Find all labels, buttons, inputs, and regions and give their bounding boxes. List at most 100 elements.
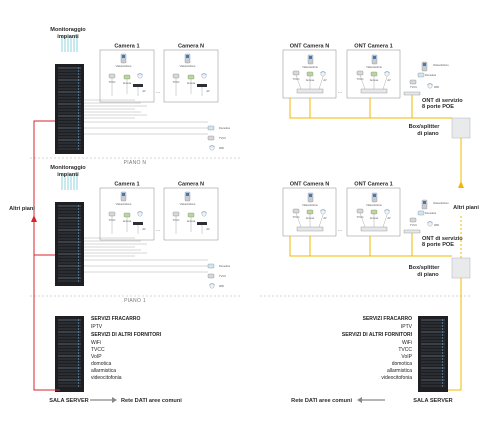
rack-led xyxy=(78,85,79,87)
rack-unit xyxy=(421,346,445,348)
altri-piani-left: Altri piani xyxy=(9,206,35,212)
rack-unit xyxy=(421,385,445,387)
device-body xyxy=(123,74,131,80)
camera-device-label: Videocitofono xyxy=(116,64,132,68)
tvcc-icon xyxy=(207,135,215,141)
rack-unit xyxy=(58,106,81,108)
rack-unit xyxy=(58,94,81,96)
rack-unit xyxy=(58,229,81,231)
rack-unit xyxy=(58,136,81,138)
ont-service-device xyxy=(403,91,421,96)
device-body xyxy=(108,211,116,217)
camera-device-label: TVCC xyxy=(292,77,299,81)
rack-unit xyxy=(58,247,81,249)
device-body xyxy=(187,74,195,80)
camera-title: ONT Camera N xyxy=(290,44,329,50)
rack-led xyxy=(78,214,79,216)
camera-title: ONT Camera 1 xyxy=(354,182,393,188)
rack-led xyxy=(78,76,79,78)
device-label: WiFi xyxy=(219,146,225,150)
monitor-title: impianti xyxy=(57,34,79,40)
camera-device-label: AV xyxy=(323,216,327,220)
service-item: allarmistica xyxy=(387,368,412,374)
rack-led xyxy=(78,73,79,75)
rack-unit xyxy=(421,358,445,360)
rack-unit xyxy=(58,241,81,243)
wifi-wave xyxy=(200,211,208,214)
access-icon xyxy=(306,209,314,215)
av-switch xyxy=(197,222,207,225)
rack-unit xyxy=(58,280,81,282)
tvcc-icon xyxy=(207,273,215,279)
wifi-wave xyxy=(208,283,216,286)
rack-led xyxy=(78,349,79,351)
rack-unit xyxy=(58,145,81,147)
videocitofono-icon xyxy=(184,53,191,64)
camera-device-label: Access xyxy=(187,81,196,85)
camera-device-label: AV xyxy=(387,78,391,82)
phone-screen xyxy=(309,56,312,59)
rack-unit xyxy=(58,115,81,117)
rack-unit xyxy=(421,355,445,357)
camera-device-label: Videocitofono xyxy=(366,65,382,69)
camera-device-label: AV xyxy=(206,227,210,231)
rack-led xyxy=(442,346,443,348)
videocitofono-icon xyxy=(421,61,428,72)
rack-led xyxy=(78,358,79,360)
service-item: allarmistica xyxy=(91,368,116,374)
rack-unit xyxy=(58,70,81,72)
rack-led xyxy=(78,325,79,327)
rack-unit xyxy=(58,250,81,252)
rack-led xyxy=(78,220,79,222)
camera-device-label: AV xyxy=(323,78,327,82)
wifi-dot xyxy=(320,209,326,215)
rack-unit xyxy=(58,88,81,90)
rack-led xyxy=(78,145,79,147)
floor-label: PIANO N xyxy=(124,160,147,166)
camera-device-label: Access xyxy=(123,219,132,223)
rack-unit xyxy=(58,361,81,363)
rack-led xyxy=(78,370,79,372)
camera-wire xyxy=(318,76,324,90)
camera-device-label: Access xyxy=(370,216,379,220)
camera-wire xyxy=(295,74,302,90)
rack-led xyxy=(78,232,79,234)
rack-unit xyxy=(421,379,445,381)
camera-device-label: TVCC xyxy=(356,77,363,81)
rack-led xyxy=(78,364,79,366)
wifi-wave xyxy=(426,83,434,86)
camera-device-label: Videocitofono xyxy=(366,203,382,207)
box-splitter xyxy=(451,117,471,139)
rack-led xyxy=(442,367,443,369)
service-item: TVCC xyxy=(91,347,105,353)
rack-led xyxy=(442,376,443,378)
camera-device-label: Access xyxy=(306,78,315,82)
rack-led xyxy=(78,337,79,339)
device-body xyxy=(172,211,180,217)
phone-screen xyxy=(423,201,426,204)
ont-device xyxy=(360,226,388,232)
rack-led xyxy=(78,70,79,72)
server-rack-right xyxy=(418,316,448,392)
camera-title: ONT Camera N xyxy=(290,182,329,188)
rack-led xyxy=(78,226,79,228)
service-item: domotica xyxy=(91,361,112,367)
tvcc-icon xyxy=(108,73,116,79)
rack-led xyxy=(78,88,79,90)
rack-unit xyxy=(58,208,81,210)
service-item: videocitofonia xyxy=(91,375,122,381)
ont-device xyxy=(360,88,388,94)
ont-service-device xyxy=(403,229,421,234)
rack-led xyxy=(78,259,79,261)
rack-unit xyxy=(58,97,81,99)
device-body xyxy=(306,209,314,215)
rack-unit xyxy=(421,328,445,330)
access-icon xyxy=(123,212,131,218)
rack-led xyxy=(442,364,443,366)
rack-unit xyxy=(58,124,81,126)
rack-led xyxy=(78,319,79,321)
rack-unit xyxy=(58,238,81,240)
rack-led xyxy=(78,340,79,342)
tvcc-icon xyxy=(409,217,417,223)
camera-wire xyxy=(382,214,388,228)
